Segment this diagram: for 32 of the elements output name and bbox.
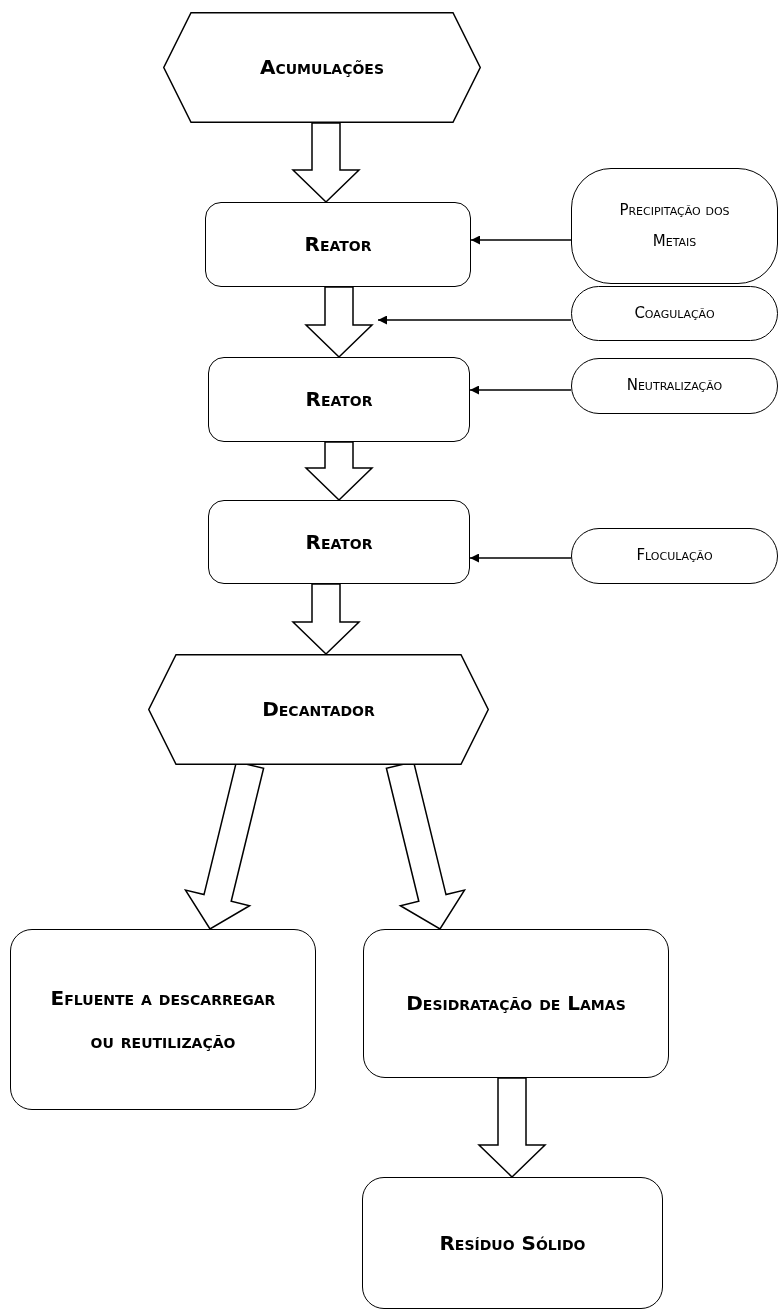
node-text: Desidratação de Lamas — [405, 990, 627, 1017]
process-box — [363, 929, 669, 1078]
process-box — [362, 1177, 663, 1309]
input-box — [571, 528, 778, 584]
node-text: Floculação — [635, 545, 714, 567]
node-text: Resíduo Sólido — [438, 1229, 587, 1257]
process-box — [10, 929, 316, 1110]
input-box — [571, 168, 778, 284]
node-text: Coagulação — [633, 302, 716, 324]
block-arrow — [304, 441, 374, 502]
arrow — [377, 315, 572, 325]
node-text: Reator — [303, 231, 373, 258]
node-text: Decantador — [261, 696, 376, 723]
node-text: Efluente a descarregar ou reutilização — [49, 984, 277, 1055]
input-box — [571, 358, 778, 414]
process-box — [208, 357, 470, 442]
hexagon-node — [163, 12, 481, 123]
process-box — [208, 500, 470, 584]
arrow — [470, 235, 572, 245]
block-arrow — [291, 122, 361, 204]
process-box — [205, 202, 471, 287]
arrow — [469, 553, 572, 563]
block-arrow — [304, 286, 374, 359]
arrow — [469, 385, 572, 395]
node-text: Precipitação dos Metais — [618, 199, 731, 252]
node-text: Reator — [304, 386, 374, 413]
node-text: Reator — [304, 528, 374, 556]
node-text: Acumulações — [259, 54, 385, 81]
hexagon-node — [148, 654, 489, 765]
block-arrow — [477, 1077, 547, 1179]
block-arrow — [291, 583, 361, 656]
node-text: Neutralização — [625, 375, 724, 397]
